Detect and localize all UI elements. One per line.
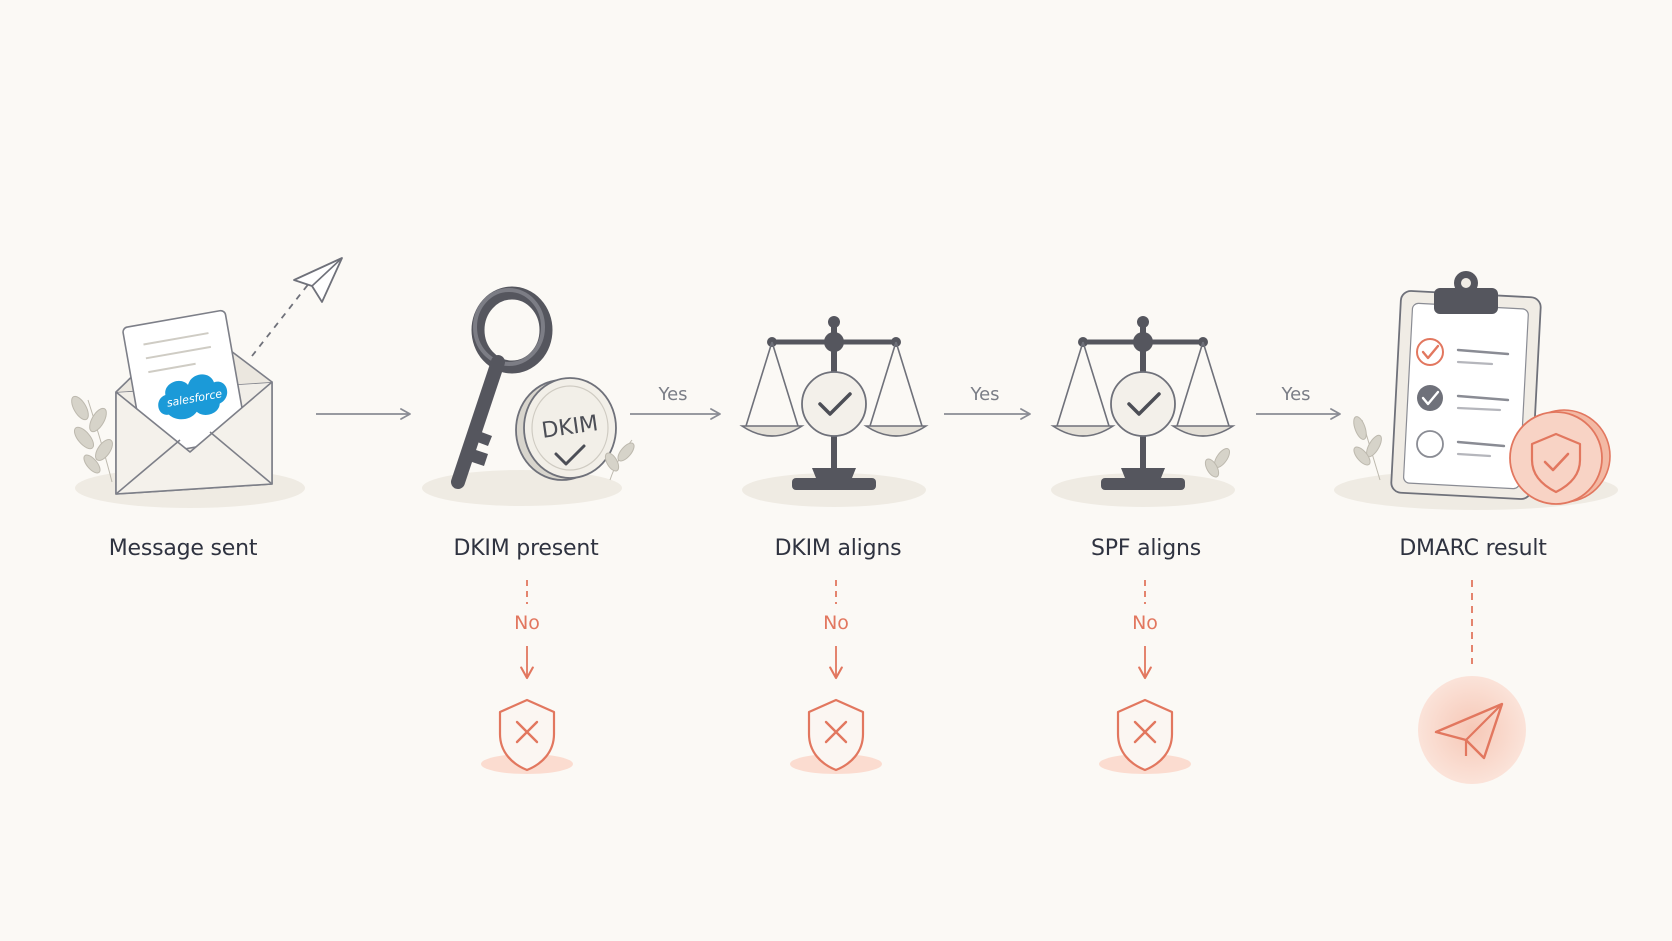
edge-label-no: No: [514, 612, 540, 634]
edge-label-no: No: [823, 612, 849, 634]
edge-label-yes: Yes: [1281, 384, 1311, 405]
step-label-dkim-aligns: DKIM aligns: [774, 536, 902, 561]
step-dkim-aligns-illustration: [739, 316, 929, 507]
step-spf-aligns-illustration: [1050, 316, 1236, 507]
reject-shield-icon: [790, 698, 882, 774]
leaf-decoration: [1204, 448, 1231, 478]
salesforce-logo: salesforce: [158, 374, 228, 420]
step-message-sent-illustration: salesforce: [71, 257, 343, 508]
leaf-decoration: [1353, 416, 1382, 481]
edge-label-yes: Yes: [658, 384, 688, 405]
paper-plane-icon: [293, 257, 343, 303]
scale-icon: [1050, 316, 1236, 490]
step-dmarc-result-illustration: [1334, 271, 1618, 510]
step-label-spf-aligns: SPF aligns: [1091, 536, 1201, 561]
send-icon: [1418, 676, 1526, 784]
scale-icon: [739, 316, 929, 490]
edge-label-no: No: [1132, 612, 1158, 634]
security-badge-icon: [1509, 409, 1611, 505]
reject-shield-icon: [481, 698, 573, 774]
step-label-message-sent: Message sent: [108, 536, 258, 561]
key-icon: [451, 286, 553, 489]
step-dkim-present-illustration: DKIM: [422, 286, 635, 506]
edge-label-yes: Yes: [970, 384, 1000, 405]
dkim-coin: DKIM: [515, 377, 617, 481]
clipboard-icon: [1390, 271, 1542, 500]
reject-shield-icon: [1099, 698, 1191, 774]
step-label-dmarc-result: DMARC result: [1399, 536, 1547, 561]
leaf-decoration: [71, 395, 113, 483]
leaf-decoration: [604, 439, 635, 481]
step-label-dkim-present: DKIM present: [453, 536, 599, 561]
